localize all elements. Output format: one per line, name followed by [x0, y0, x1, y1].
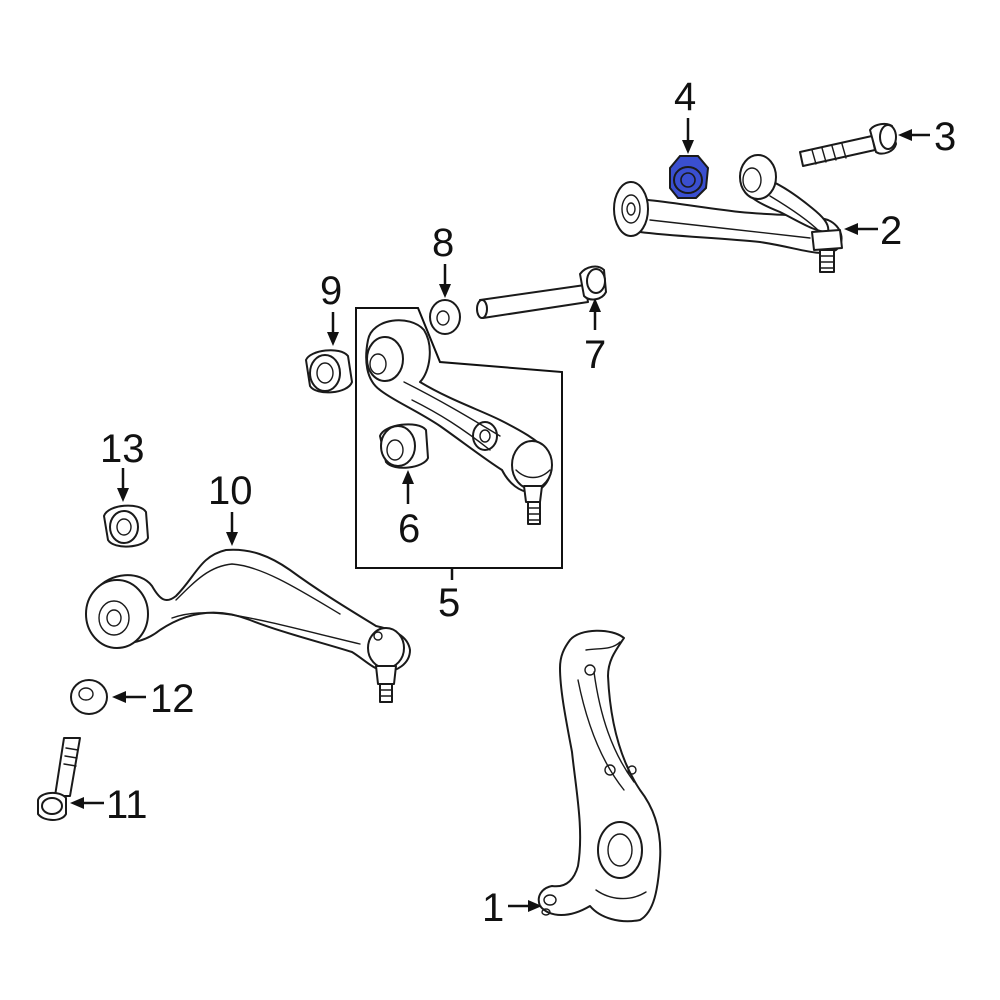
nut-face	[673, 166, 703, 194]
lower-arm-bolt[interactable]	[476, 265, 607, 319]
callout-7: 7	[584, 333, 606, 377]
lower-control-arm-5[interactable]	[365, 319, 553, 525]
callout-10-arrow	[226, 512, 238, 546]
callout-8: 8	[432, 221, 454, 265]
upper-control-arm[interactable]	[613, 154, 843, 273]
callout-11: 11	[106, 783, 148, 827]
callout-12: 12	[150, 677, 195, 721]
callout-13: 13	[100, 427, 145, 471]
callout-11-arrow	[70, 797, 104, 809]
callout-12-arrow	[112, 691, 146, 703]
callout-9: 9	[320, 269, 342, 313]
nut-hole	[680, 172, 696, 188]
callout-1-arrow	[508, 900, 542, 912]
callout-3: 3	[934, 115, 956, 159]
upper-arm-bolt[interactable]	[799, 122, 897, 167]
callout-6-arrow	[402, 470, 414, 504]
callout-7-arrow	[589, 298, 601, 330]
bushing-6[interactable]	[379, 423, 429, 469]
part-5-group-box	[355, 307, 563, 569]
bushing-13[interactable]	[103, 504, 149, 548]
washer-12[interactable]	[70, 679, 108, 715]
callout-13-arrow	[117, 468, 129, 502]
washer[interactable]	[429, 299, 461, 335]
bolt-11[interactable]	[37, 737, 81, 821]
callout-5: 5	[438, 581, 460, 625]
callout-6: 6	[398, 507, 420, 551]
callout-3-arrow	[898, 129, 930, 141]
callout-2-arrow	[844, 223, 878, 235]
lower-control-arm-10[interactable]	[85, 548, 411, 703]
steering-knuckle[interactable]	[537, 629, 662, 923]
callout-2: 2	[880, 209, 902, 253]
callout-4: 4	[674, 75, 696, 119]
highlighted-nut[interactable]	[669, 155, 710, 199]
callout-9-arrow	[327, 312, 339, 346]
callout-8-arrow	[439, 264, 451, 298]
bushing-9[interactable]	[305, 349, 353, 394]
callout-1: 1	[482, 886, 504, 930]
callout-4-arrow	[682, 118, 694, 154]
callout-10: 10	[208, 469, 253, 513]
